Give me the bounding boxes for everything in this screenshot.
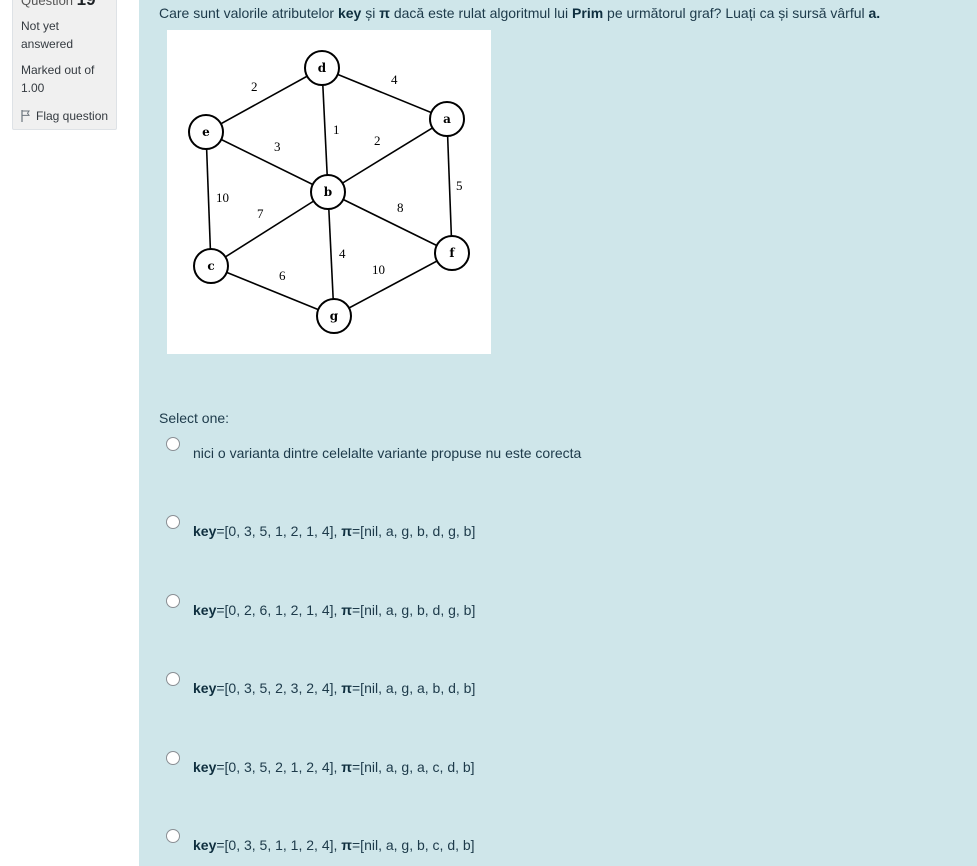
answer-radio-4[interactable] — [166, 672, 180, 686]
edge-weight-f-g: 10 — [372, 262, 385, 277]
answer-label-4[interactable]: key=[0, 3, 5, 2, 3, 2, 4], π=[nil, a, g,… — [193, 680, 476, 696]
question-state: Not yet answered — [21, 19, 74, 51]
answer-radio-6[interactable] — [166, 829, 180, 843]
answer-label-1[interactable]: nici o varianta dintre celelalte variant… — [193, 445, 582, 461]
answer-label-5[interactable]: key=[0, 3, 5, 2, 1, 2, 4], π=[nil, a, g,… — [193, 759, 475, 775]
svg-text:d: d — [318, 61, 327, 75]
svg-text:c: c — [207, 259, 214, 273]
svg-text:b: b — [324, 185, 332, 199]
edge-weight-b-f: 8 — [397, 200, 404, 215]
svg-text:a: a — [443, 112, 451, 126]
node-a: a — [429, 101, 465, 137]
node-d: d — [304, 50, 340, 86]
edge-e-c — [205, 131, 212, 267]
answer-radio-2[interactable] — [166, 515, 180, 529]
edge-b-f — [327, 191, 453, 254]
question-number: Question 19 — [21, 0, 96, 10]
question-formulation: Care sunt valorile atributelor key și π … — [139, 0, 977, 866]
edge-e-d — [205, 67, 323, 133]
node-e: e — [188, 114, 224, 150]
edge-weight-a-f: 5 — [456, 178, 463, 193]
edge-weight-a-b: 2 — [374, 133, 381, 148]
edge-weight-e-c: 10 — [216, 190, 229, 205]
answer-label-3[interactable]: key=[0, 2, 6, 1, 2, 1, 4], π=[nil, a, g,… — [193, 602, 476, 618]
select-one-prompt: Select one: — [159, 410, 230, 426]
question-number-value: 19 — [77, 0, 96, 9]
question-grade: Marked out of 1.00 — [21, 63, 95, 95]
edge-weight-d-b: 1 — [333, 122, 340, 137]
node-g: g — [316, 298, 352, 334]
edge-f-g — [333, 252, 453, 317]
question-text: Care sunt valorile atributelor key și π … — [159, 5, 881, 21]
edge-a-f — [446, 118, 453, 254]
edge-b-c — [210, 191, 329, 267]
flag-question-label: Flag question — [36, 109, 109, 123]
edge-e-b — [205, 131, 329, 193]
svg-text:f: f — [449, 246, 455, 260]
edge-weight-d-a: 4 — [391, 72, 398, 87]
edge-weight-b-g: 4 — [339, 246, 346, 261]
edge-d-a — [321, 67, 448, 120]
edge-weight-e-b: 3 — [274, 139, 281, 154]
flag-question-link[interactable]: Flag question — [21, 107, 121, 125]
answer-radio-5[interactable] — [166, 751, 180, 765]
edge-c-g — [210, 265, 335, 317]
edge-b-g — [327, 191, 335, 317]
answer-radio-3[interactable] — [166, 594, 180, 608]
answer-radio-1[interactable] — [166, 437, 180, 451]
edge-weight-e-d: 2 — [251, 79, 258, 94]
node-c: c — [193, 248, 229, 284]
graph-image: 2 4 1 3 2 5 10 7 8 4 6 10 d a e — [167, 30, 491, 354]
flag-icon — [21, 110, 30, 122]
node-b: b — [310, 174, 346, 210]
svg-text:e: e — [202, 125, 210, 139]
edge-d-b — [321, 67, 329, 193]
edge-weight-c-g: 6 — [279, 268, 286, 283]
answer-label-2[interactable]: key=[0, 3, 5, 1, 2, 1, 4], π=[nil, a, g,… — [193, 523, 476, 539]
svg-text:g: g — [330, 309, 339, 323]
edge-a-b — [327, 118, 448, 193]
edge-weight-b-c: 7 — [257, 206, 264, 221]
graph-diagram: 2 4 1 3 2 5 10 7 8 4 6 10 d a e — [188, 50, 470, 334]
answer-label-6[interactable]: key=[0, 3, 5, 1, 1, 2, 4], π=[nil, a, g,… — [193, 837, 475, 853]
question-heading: Question — [21, 0, 74, 8]
question-info-panel: Question 19 Not yet answered Marked out … — [12, 0, 117, 130]
node-f: f — [434, 235, 470, 271]
